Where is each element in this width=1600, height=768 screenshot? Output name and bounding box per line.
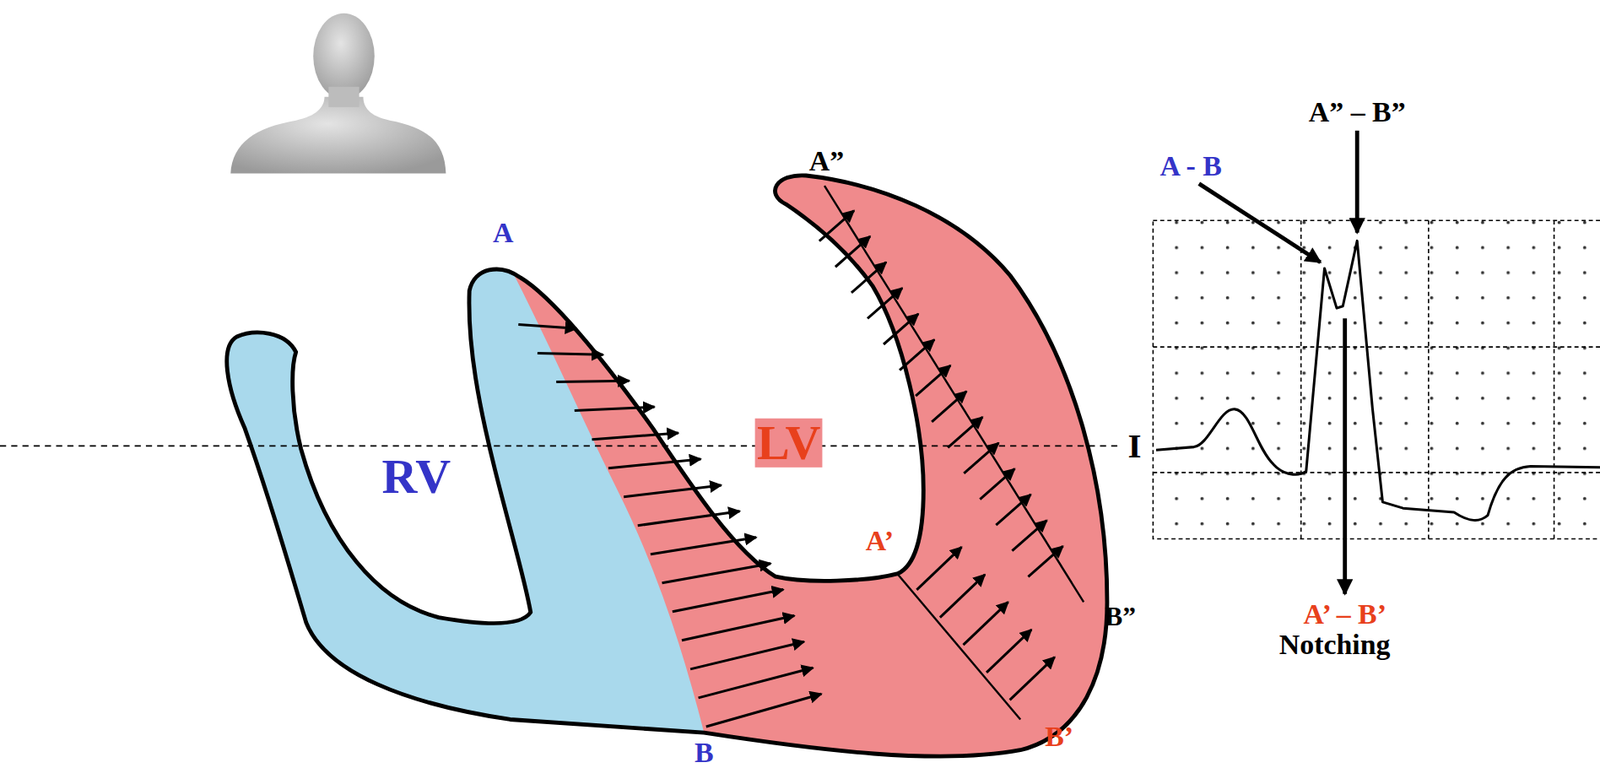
- vertex-label: B: [692, 738, 716, 768]
- vector-arrow: [698, 667, 814, 698]
- leader-arrow: [1342, 318, 1347, 594]
- vector-arrow: [650, 537, 757, 555]
- vector-arrow: [835, 236, 871, 267]
- vector-arrow: [1027, 545, 1063, 577]
- chamber-label: LV: [755, 418, 823, 468]
- vector-arrow: [867, 287, 903, 319]
- vector-arrow: [1010, 657, 1055, 701]
- vector-arrow: [986, 629, 1032, 673]
- ventricle-outline: [227, 175, 1108, 757]
- vector-arrow: [916, 546, 962, 590]
- wavefront-line: [824, 185, 1084, 602]
- vector-arrow: [556, 380, 629, 382]
- vertex-label: B’: [1043, 722, 1076, 752]
- leader-arrow: [1199, 183, 1321, 263]
- wavefront-line: [897, 574, 1021, 720]
- vector-arrow: [819, 210, 855, 242]
- ventricles: [0, 0, 1225, 768]
- vector-arrow: [518, 324, 577, 330]
- note-label: Notching: [1276, 630, 1393, 660]
- wave-label: A - B: [1157, 151, 1224, 181]
- vertex-label: A’: [863, 526, 896, 556]
- lead-label: I: [1125, 428, 1144, 464]
- vector-arrow: [962, 601, 1008, 645]
- vector-arrow: [979, 468, 1015, 499]
- wave-label: A” – B”: [1306, 97, 1408, 127]
- vector-arrow: [623, 485, 722, 498]
- vertex-label: A: [490, 218, 515, 248]
- ecg-trace: [1156, 240, 1600, 520]
- vector-arrow: [591, 432, 678, 440]
- vector-arrow: [931, 391, 967, 422]
- vector-arrow: [915, 365, 951, 396]
- vector-arrow: [963, 443, 999, 474]
- vertex-label: A”: [806, 146, 846, 176]
- human-bust: [230, 13, 446, 174]
- vector-arrow: [851, 262, 887, 293]
- vector-arrow: [995, 494, 1031, 525]
- vector-arrow: [940, 574, 985, 618]
- vector-arrow: [608, 459, 701, 469]
- vector-arrow: [883, 313, 919, 345]
- leader-arrow: [1355, 130, 1360, 233]
- vector-arrow: [537, 353, 604, 356]
- ecg-grid: [1152, 219, 1600, 539]
- lead-axis: [0, 445, 1118, 448]
- vector-arrow: [1011, 520, 1047, 552]
- wave-label: A’ – B’: [1301, 600, 1389, 629]
- vector-arrow: [899, 339, 935, 370]
- vector-arrows: [518, 210, 1063, 727]
- vector-arrow: [637, 511, 741, 526]
- vector-arrow: [662, 563, 772, 584]
- vector-arrow: [681, 615, 795, 640]
- vector-arrow: [706, 693, 822, 727]
- vertex-label: B”: [1102, 604, 1139, 631]
- chamber-label: RV: [379, 452, 454, 502]
- vector-arrow: [947, 416, 983, 448]
- vector-arrow: [574, 406, 655, 411]
- vector-arrow: [690, 641, 805, 669]
- vector-arrow: [672, 589, 784, 612]
